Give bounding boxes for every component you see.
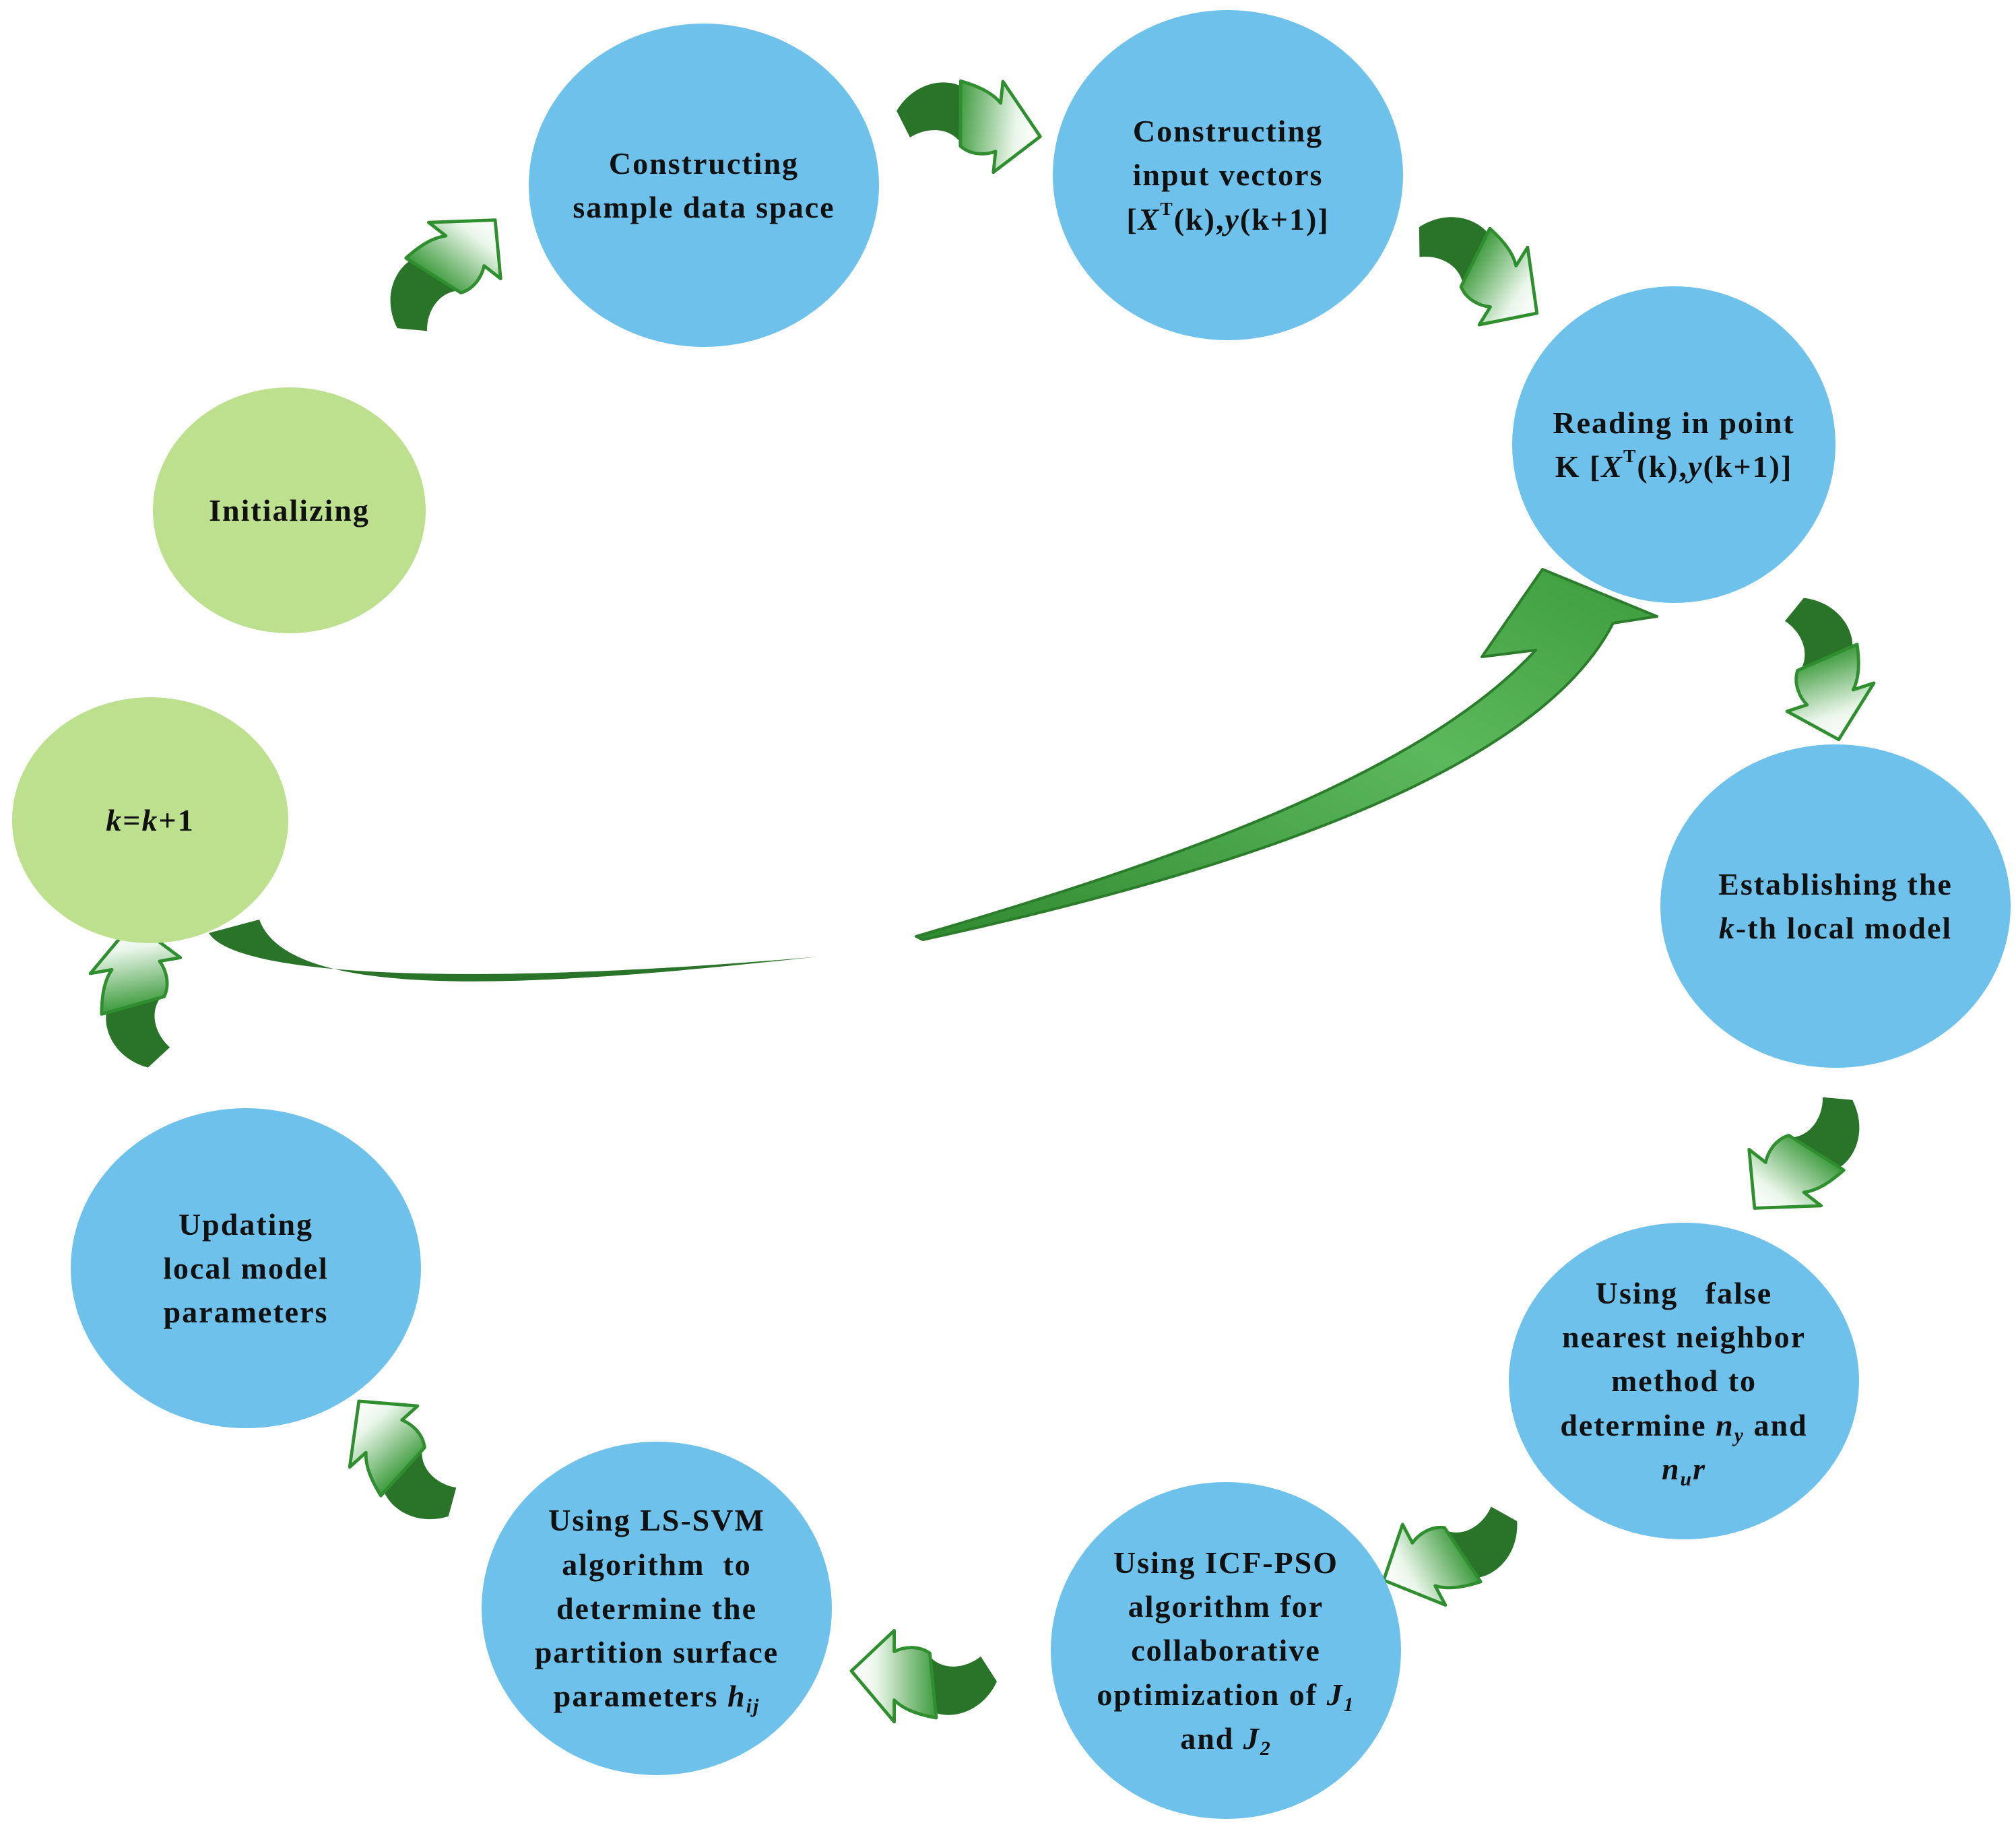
arrow-input-to-reading [1392, 193, 1564, 347]
node-k-increment: k=k+1 [12, 697, 288, 943]
updating-line1: Updating [178, 1207, 314, 1242]
node-ls-svm: Using LS-SVM algorithm to determine the … [482, 1442, 832, 1775]
node-input-vectors: Constructing input vectors [XT(k),y(k+1)… [1053, 10, 1403, 340]
icf-pso-line2: algorithm for [1128, 1589, 1324, 1624]
k-increment-label: k=k+1 [106, 802, 195, 837]
reading-point-line1: Reading in point [1553, 405, 1795, 440]
node-false-nearest-neighbor: Using false nearest neighbor method to d… [1509, 1223, 1859, 1539]
updating-line2: local model [163, 1250, 329, 1285]
loop-back-arrow [209, 568, 1658, 982]
false-nn-line1: Using false [1595, 1275, 1773, 1310]
node-sample-data-space: Constructing sample data space [529, 24, 879, 347]
false-nn-line4: determine ny and [1560, 1407, 1808, 1446]
node-establishing-local-model: Establishing the k-th local model [1660, 744, 2011, 1068]
input-vectors-line2: input vectors [1132, 158, 1324, 193]
false-nn-line2: nearest neighbor [1561, 1320, 1807, 1355]
false-nn-line5: nur [1661, 1451, 1707, 1490]
ls-svm-line2: algorithm to [562, 1547, 752, 1582]
updating-line3: parameters [163, 1295, 329, 1330]
input-vectors-line1: Constructing [1132, 114, 1324, 149]
ls-svm-line4: partition surface [534, 1635, 779, 1670]
arrow-establishing-to-falsenn [1723, 1068, 1885, 1240]
sample-space-line2: sample data space [573, 190, 835, 224]
false-nn-line3: method to [1611, 1364, 1757, 1399]
icf-pso-line1: Using ICF-PSO [1113, 1545, 1338, 1580]
icf-pso-line3: collaborative [1131, 1633, 1321, 1668]
establishing-line1: Establishing the [1718, 866, 1953, 901]
node-initializing: Initializing [153, 387, 426, 633]
establishing-line2: k-th local model [1718, 911, 1953, 945]
arrow-init-to-sample [366, 189, 527, 360]
initializing-label: Initializing [209, 492, 370, 527]
icf-pso-line4: optimization of J1 [1097, 1677, 1355, 1716]
ls-svm-line3: determine the [556, 1591, 758, 1626]
node-reading-point: Reading in point K [XT(k),y(k+1)] [1512, 286, 1835, 603]
icf-pso-line5: and J2 [1180, 1721, 1272, 1760]
arrow-sample-to-input [891, 71, 1045, 177]
sample-space-line1: Constructing [608, 146, 800, 181]
arrow-reading-to-establishing [1755, 585, 1887, 752]
ls-svm-line5: parameters hij [553, 1679, 760, 1718]
input-vectors-line3: [XT(k),y(k+1)] [1126, 197, 1330, 236]
reading-point-line2: K [XT(k),y(k+1)] [1555, 445, 1793, 484]
ls-svm-line1: Using LS-SVM [548, 1503, 765, 1538]
node-icf-pso: Using ICF-PSO algorithm for collaborativ… [1051, 1482, 1401, 1819]
node-updating-parameters: Updating local model parameters [71, 1108, 421, 1428]
arrow-icfpso-to-lssvm [851, 1630, 997, 1722]
